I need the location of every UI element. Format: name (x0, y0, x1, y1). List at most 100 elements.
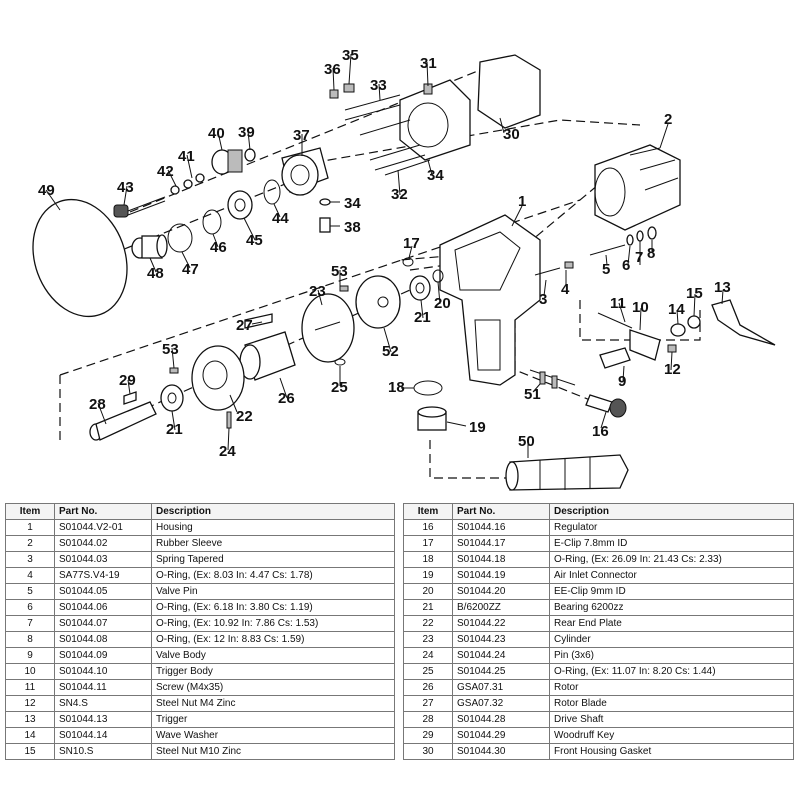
cell-part-no: S01044.06 (54, 599, 152, 616)
cell-description: O-Ring, (Ex: 11.07 In: 8.20 Cs: 1.44) (549, 663, 794, 680)
cell-item: 17 (403, 535, 453, 552)
callout-19: 19 (469, 419, 486, 436)
cell-item: 18 (403, 551, 453, 568)
callout-44: 44 (272, 210, 289, 227)
cell-description: Front Housing Gasket (549, 743, 794, 760)
callout-53-upper: 53 (331, 263, 348, 280)
part-16-regulator (585, 394, 627, 418)
cell-part-no: S01044.17 (452, 535, 550, 552)
part-1-housing (439, 214, 541, 386)
cell-item: 22 (403, 615, 453, 632)
part-52-end-plate (355, 275, 401, 329)
cell-description: Rotor (549, 679, 794, 696)
cell-description: O-Ring, (Ex: 10.92 In: 7.86 Cs: 1.53) (151, 615, 395, 632)
callout-12: 12 (664, 361, 681, 378)
callout-35: 35 (342, 47, 359, 64)
callout-3: 3 (539, 291, 547, 308)
cell-part-no: S01044.18 (452, 551, 550, 568)
callout-21-upper: 21 (414, 309, 431, 326)
callout-10: 10 (632, 299, 649, 316)
part-22-rear-end-plate (191, 345, 245, 411)
part-35-nut (343, 83, 355, 93)
cell-part-no: B/6200ZZ (452, 599, 550, 616)
part-17-clip (402, 257, 414, 267)
cell-description: Screw (M4x35) (151, 679, 395, 696)
callout-40: 40 (208, 125, 225, 142)
part-28-drive-shaft (89, 401, 157, 441)
callout-49: 49 (38, 182, 55, 199)
cell-item: 6 (5, 599, 55, 616)
cell-description: O-Ring, (Ex: 8.03 In: 4.47 Cs: 1.78) (151, 567, 395, 584)
callout-36: 36 (324, 61, 341, 78)
callout-31: 31 (420, 55, 437, 72)
cell-part-no: S01044.29 (452, 727, 550, 744)
callout-45: 45 (246, 232, 263, 249)
cell-description: Pin (3x6) (549, 647, 794, 664)
callout-51: 51 (524, 386, 541, 403)
callout-labels: 1 2 3 4 5 6 7 8 9 10 11 12 13 14 15 16 1… (38, 47, 731, 460)
callout-25: 25 (331, 379, 348, 396)
part-53-pin-upper (339, 285, 349, 292)
callout-14: 14 (668, 301, 685, 318)
cell-item: 12 (5, 695, 55, 712)
cell-item: 26 (403, 679, 453, 696)
cell-description: O-Ring, (Ex: 6.18 In: 3.80 Cs: 1.19) (151, 599, 395, 616)
part-27-blade (244, 313, 273, 329)
cell-item: 10 (5, 663, 55, 680)
cell-part-no: S01044.10 (54, 663, 152, 680)
cell-description: Woodruff Key (549, 727, 794, 744)
cell-item: 9 (5, 647, 55, 664)
cell-part-no: S01044.V2-01 (54, 519, 152, 536)
cell-item: 2 (5, 535, 55, 552)
cell-description: E-Clip 7.8mm ID (549, 535, 794, 552)
cell-item: 27 (403, 695, 453, 712)
cell-item: 28 (403, 711, 453, 728)
callout-37: 37 (293, 127, 310, 144)
cell-part-no: S01044.16 (452, 519, 550, 536)
part-25-oring (334, 358, 346, 366)
cell-part-no: S01044.13 (54, 711, 152, 728)
column-header-item: Item (5, 503, 55, 520)
part-38-pin (319, 217, 331, 233)
callout-9: 9 (618, 373, 626, 390)
callout-20: 20 (434, 295, 451, 312)
part-48-collet (131, 234, 168, 259)
part-2-rubber-sleeve (594, 144, 681, 231)
callout-18: 18 (388, 379, 405, 396)
cell-description: Cylinder (549, 631, 794, 648)
cell-part-no: SN10.S (54, 743, 152, 760)
callout-32: 32 (391, 186, 408, 203)
cell-part-no: S01044.24 (452, 647, 550, 664)
part-36-nut (329, 89, 339, 99)
part-29-key (123, 391, 137, 405)
cell-item: 11 (5, 679, 55, 696)
callout-52: 52 (382, 343, 399, 360)
callout-24: 24 (219, 443, 236, 460)
callout-27: 27 (236, 317, 253, 334)
cell-description: Housing (151, 519, 395, 536)
part-18-oring (413, 380, 443, 396)
cell-part-no: S01044.05 (54, 583, 152, 600)
callout-33: 33 (370, 77, 387, 94)
part-51-pins (529, 369, 576, 389)
cell-item: 1 (5, 519, 55, 536)
callout-53-lower: 53 (162, 341, 179, 358)
part-23-cylinder (301, 293, 355, 363)
cell-description: Regulator (549, 519, 794, 536)
